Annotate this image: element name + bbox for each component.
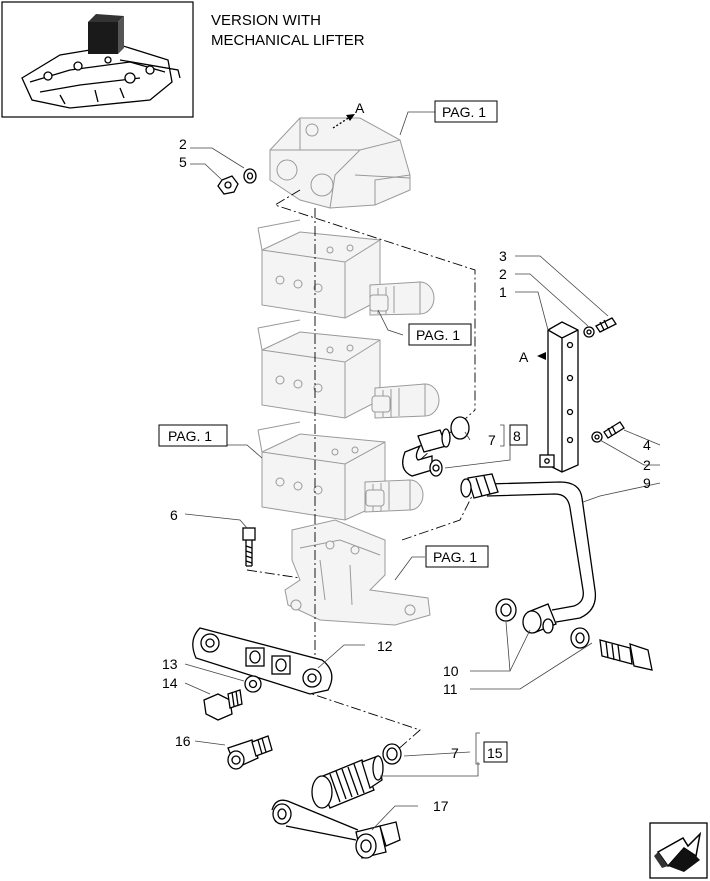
valve-base-block xyxy=(284,519,431,626)
part-2-washer-bottom xyxy=(591,431,603,443)
callout-6: 6 xyxy=(170,507,178,523)
callout-15-box: 15 xyxy=(483,741,508,763)
valve-head-block xyxy=(269,117,411,209)
callout-11: 11 xyxy=(443,681,458,697)
callout-10: 10 xyxy=(443,663,459,679)
svg-text:PAG. 1: PAG. 1 xyxy=(168,428,212,444)
part-16-coupler xyxy=(227,735,273,770)
pag-1-ref-middle-right[interactable]: PAG. 1 xyxy=(408,323,472,346)
part-10-seal-ring-left xyxy=(495,598,517,622)
part-17-dust-cap xyxy=(271,799,401,859)
title-line-1: VERSION WITH xyxy=(211,12,321,29)
part-12-link-plate xyxy=(192,627,333,695)
part-7-o-ring-upper xyxy=(450,416,470,440)
callout-2-bracket: 2 xyxy=(499,266,507,282)
part-2-washer-top xyxy=(583,326,595,338)
pag-1-ref-bottom[interactable]: PAG. 1 xyxy=(425,545,489,568)
part-4-screw-bottom xyxy=(603,421,625,439)
arrow-a-marker-bracket: A xyxy=(519,349,548,365)
part-5-nut xyxy=(217,175,239,195)
callout-5: 5 xyxy=(179,154,187,170)
callout-2-top: 2 xyxy=(179,136,187,152)
part-9-pipe xyxy=(460,473,597,623)
callout-17: 17 xyxy=(433,798,449,814)
callout-7-upper: 7 xyxy=(488,432,496,448)
pag-1-ref-top[interactable]: PAG. 1 xyxy=(434,100,498,123)
svg-text:A: A xyxy=(519,349,529,365)
svg-text:A: A xyxy=(355,100,365,116)
callout-16: 16 xyxy=(175,733,191,749)
svg-text:PAG. 1: PAG. 1 xyxy=(433,549,477,565)
svg-text:15: 15 xyxy=(487,745,503,761)
valve-section-2 xyxy=(257,319,440,419)
part-2-washer-head xyxy=(243,168,257,184)
callout-8-box: 8 xyxy=(509,424,528,446)
callout-7-lower: 7 xyxy=(451,745,459,761)
pag-1-ref-middle-left[interactable]: PAG. 1 xyxy=(158,424,228,447)
part-11-seal-ring-right xyxy=(570,627,590,649)
part-6-bolt xyxy=(242,527,256,567)
part-11-banjo-bolt xyxy=(599,639,653,671)
arrow-a-marker-top: A xyxy=(332,100,365,129)
part-7-o-ring-lower xyxy=(382,743,402,765)
callout-1: 1 xyxy=(499,284,507,300)
callout-4: 4 xyxy=(643,437,651,453)
svg-text:8: 8 xyxy=(513,428,521,444)
callout-2-lower: 2 xyxy=(643,457,651,473)
svg-text:PAG. 1: PAG. 1 xyxy=(442,104,486,120)
valve-section-3 xyxy=(257,421,424,521)
callout-9: 9 xyxy=(643,475,651,491)
next-page-arrow-icon[interactable] xyxy=(649,822,708,879)
part-10-fitting xyxy=(522,603,557,634)
part-15-quick-coupling xyxy=(311,755,384,809)
part-1-bracket xyxy=(539,321,579,473)
tractor-lift-assembly-thumbnail xyxy=(21,14,181,109)
part-14-plug xyxy=(203,689,243,721)
callout-3: 3 xyxy=(499,248,507,264)
callout-13: 13 xyxy=(162,656,178,672)
callout-14: 14 xyxy=(162,675,178,691)
svg-text:PAG. 1: PAG. 1 xyxy=(416,327,460,343)
part-13-washer xyxy=(244,675,262,693)
part-3-screw-top xyxy=(595,317,617,333)
title-line-2: MECHANICAL LIFTER xyxy=(211,32,365,49)
valve-section-1 xyxy=(257,219,435,319)
part-8-elbow-fitting xyxy=(402,428,451,477)
callout-12: 12 xyxy=(377,638,393,654)
